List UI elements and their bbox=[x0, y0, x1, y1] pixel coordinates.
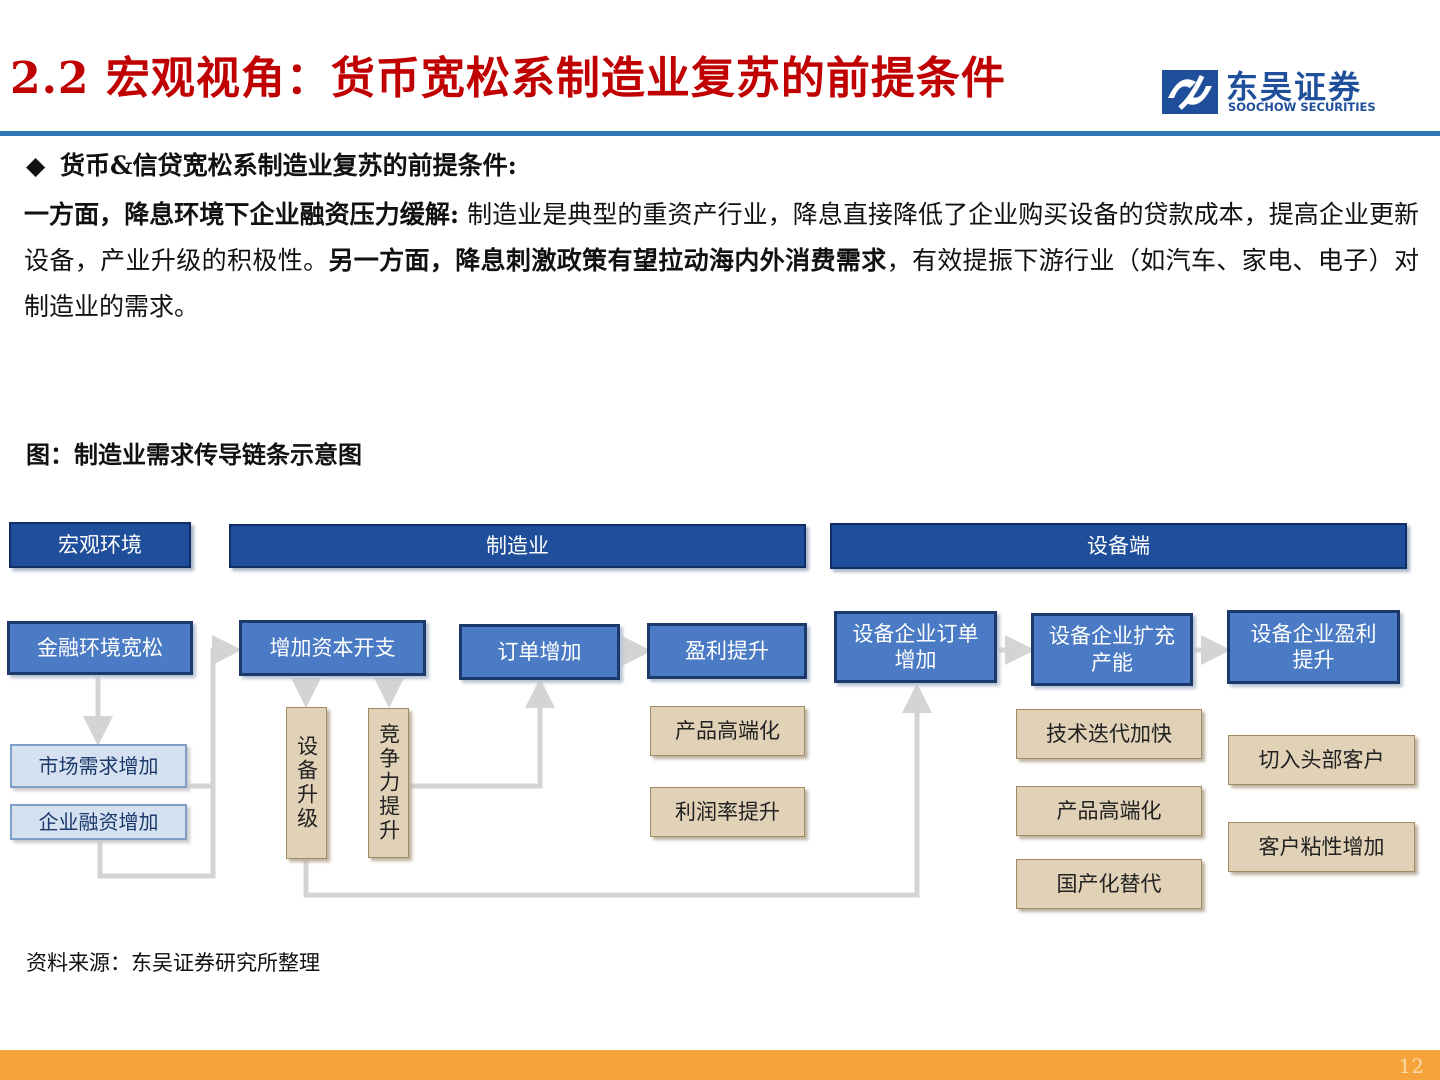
node-orders-increase: 订单增加 bbox=[459, 624, 620, 680]
header-manufacturing: 制造业 bbox=[229, 524, 806, 568]
node-tech-iteration: 技术迭代加快 bbox=[1016, 709, 1202, 759]
logo-chinese-name: 东吴证券 bbox=[1226, 68, 1363, 106]
node-client-stickiness: 客户粘性增加 bbox=[1228, 822, 1415, 872]
bullet-heading: ◆ 货币&信贷宽松系制造业复苏的前提条件: bbox=[26, 146, 517, 182]
node-market-demand: 市场需求增加 bbox=[10, 744, 187, 788]
arrow-upgrade-to-equipment-orders bbox=[303, 683, 932, 898]
paragraph-bold-2: 另一方面，降息刺激政策有望拉动海内外消费需求 bbox=[328, 246, 887, 275]
node-product-high-end: 产品高端化 bbox=[650, 706, 805, 756]
diamond-bullet-icon: ◆ bbox=[26, 151, 46, 180]
figure-title: 图：制造业需求传导链条示意图 bbox=[26, 440, 362, 469]
figure-source: 资料来源：东吴证券研究所整理 bbox=[26, 951, 320, 975]
node-profit-increase: 盈利提升 bbox=[647, 623, 807, 679]
node-capex-increase: 增加资本开支 bbox=[239, 620, 426, 676]
paragraph-text-1: 制造业是典型的重资产行业，降息直接降低了企业购买设备的贷款成本，提高企业更新设备… bbox=[24, 200, 1420, 275]
page-title: 2.2 宏观视角：货币宽松系制造业复苏的前提条件 bbox=[10, 53, 1006, 104]
node-localization: 国产化替代 bbox=[1016, 859, 1202, 909]
soochow-logo-icon bbox=[1162, 70, 1218, 114]
footer-bar bbox=[0, 1050, 1440, 1080]
node-equipment-upgrade: 设备升级 bbox=[286, 707, 327, 859]
node-margin-increase: 利润率提升 bbox=[650, 787, 805, 837]
header-divider bbox=[0, 131, 1440, 136]
node-equipment-capacity: 设备企业扩充产能 bbox=[1031, 613, 1193, 686]
node-finance-easing: 金融环境宽松 bbox=[7, 621, 193, 675]
header-equipment: 设备端 bbox=[830, 523, 1407, 569]
node-competitiveness: 竞争力提升 bbox=[368, 708, 409, 858]
logo-english-name: SOOCHOW SECURITIES bbox=[1228, 100, 1376, 114]
node-enterprise-financing: 企业融资增加 bbox=[10, 804, 187, 840]
node-equipment-orders: 设备企业订单增加 bbox=[834, 611, 997, 683]
page-number: 12 bbox=[1398, 1054, 1424, 1078]
arrow-competitiveness-to-orders bbox=[410, 678, 555, 789]
paragraph-bold-1: 一方面，降息环境下企业融资压力缓解: bbox=[24, 200, 460, 229]
header-macro-environment: 宏观环境 bbox=[9, 522, 191, 568]
node-equipment-profit: 设备企业盈利提升 bbox=[1227, 610, 1400, 684]
arrow-financing-to-capex bbox=[97, 635, 242, 879]
bullet-text: 货币&信贷宽松系制造业复苏的前提条件: bbox=[60, 151, 517, 180]
body-paragraph: 一方面，降息环境下企业融资压力缓解: 制造业是典型的重资产行业，降息直接降低了企… bbox=[24, 192, 1419, 330]
node-equipment-high-end: 产品高端化 bbox=[1016, 786, 1202, 836]
node-top-clients: 切入头部客户 bbox=[1228, 735, 1415, 785]
company-logo: 东吴证券 SOOCHOW SECURITIES bbox=[1160, 64, 1376, 116]
paragraph-text-2: ，有效提振下游行业（如汽车、家电、电子）对制造业的需求。 bbox=[24, 246, 1419, 321]
